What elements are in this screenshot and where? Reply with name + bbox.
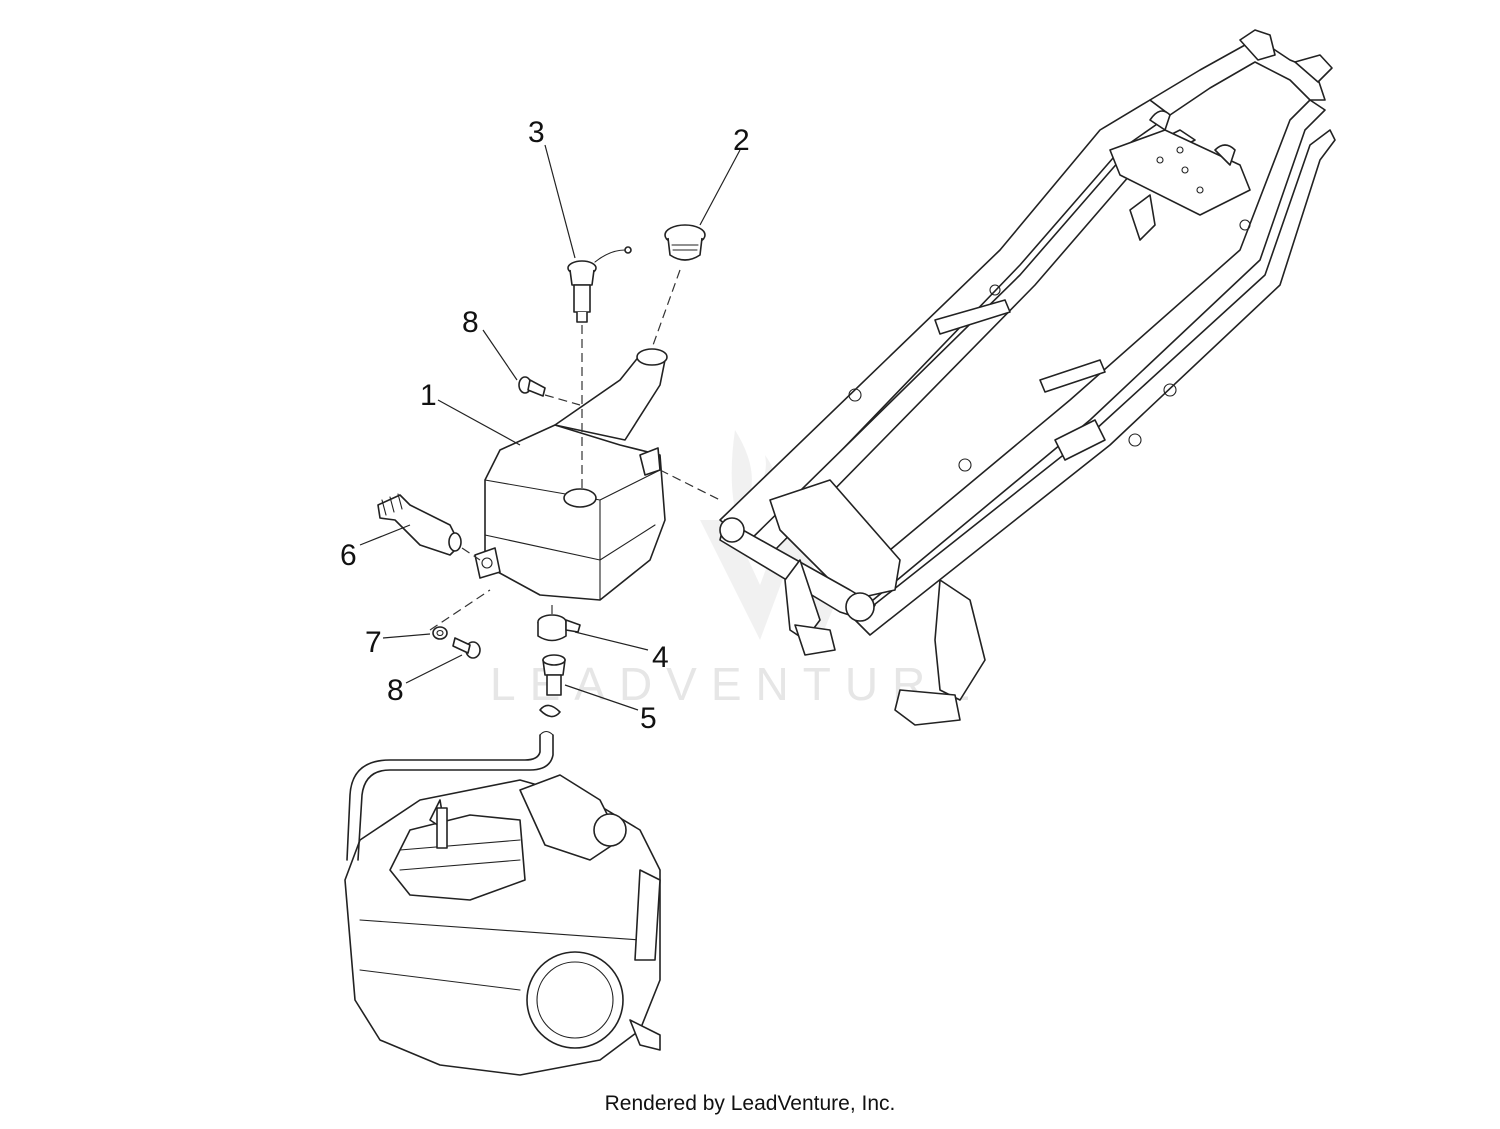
frame-drawing xyxy=(719,29,1336,726)
filler-cap-drawing xyxy=(664,224,706,261)
callout-7: 7 xyxy=(365,626,382,659)
oil-tank-drawing xyxy=(474,348,668,601)
callout-4: 4 xyxy=(652,641,669,674)
leader-lines xyxy=(359,144,741,711)
callout-2: 2 xyxy=(733,124,750,157)
engine-drawing xyxy=(344,774,661,1076)
callout-6: 6 xyxy=(340,539,357,572)
oil-hose-inner xyxy=(346,734,541,861)
hose-clamp-drawing xyxy=(537,614,581,642)
bolt-upper-drawing xyxy=(518,376,546,397)
callout-8-lower: 8 xyxy=(387,674,404,707)
hose-fitting-drawing xyxy=(539,654,566,718)
washer-drawing xyxy=(432,626,448,640)
spacer-drawing xyxy=(377,493,462,556)
callout-1: 1 xyxy=(420,379,437,412)
assembly-lines xyxy=(429,269,721,631)
callout-5: 5 xyxy=(640,702,657,735)
level-sensor-drawing xyxy=(567,246,632,323)
bolt-lower-drawing xyxy=(452,637,481,659)
callout-3: 3 xyxy=(528,116,545,149)
watermark-text: LEADVENTURE xyxy=(490,658,984,710)
footer-credit: Rendered by LeadVenture, Inc. xyxy=(604,1092,896,1115)
hose-end xyxy=(539,730,554,736)
callout-8-upper: 8 xyxy=(462,306,479,339)
oil-hose-drawing xyxy=(357,734,554,861)
